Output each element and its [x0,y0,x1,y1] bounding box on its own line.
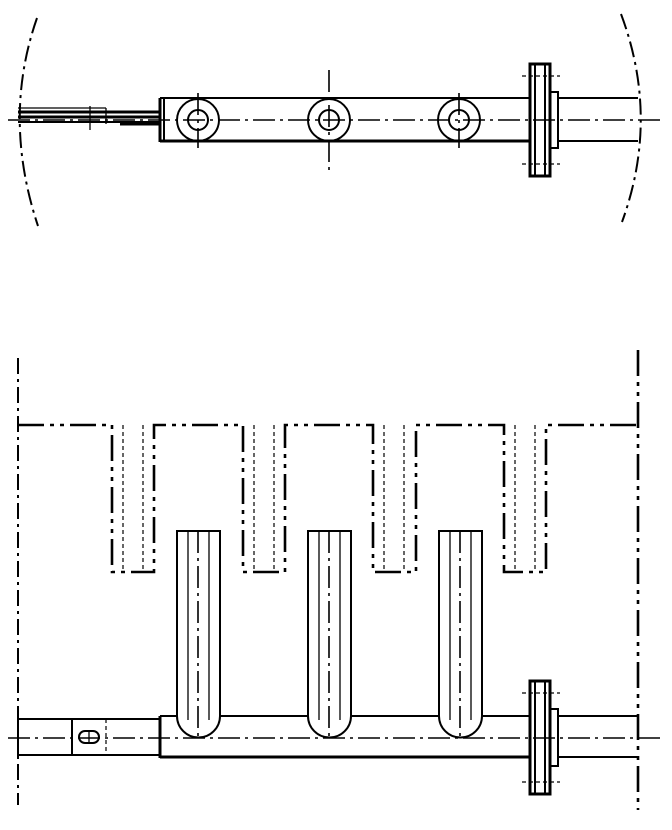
top-view-boss-2 [307,70,351,170]
front-view [8,350,664,810]
front-view-tube-3 [438,530,483,740]
top-view [8,13,664,227]
front-view-flange [522,679,560,796]
front-view-manifold [158,715,530,759]
top-view-boss-3 [437,93,481,148]
top-view-flange [522,62,560,178]
top-view-left-boundary-arc [18,17,39,227]
front-view-tube-2 [307,530,352,740]
front-view-tube-1 [176,530,221,740]
front-view-slot-profile [18,423,638,574]
top-view-right-boundary-arc [620,13,642,223]
top-view-left-rod [18,106,160,130]
front-view-left-stub [17,718,161,756]
top-view-boss-1 [176,93,220,148]
front-view-right-pipe [558,715,638,758]
top-view-main-body [158,97,530,143]
top-view-right-pipe [558,97,638,142]
